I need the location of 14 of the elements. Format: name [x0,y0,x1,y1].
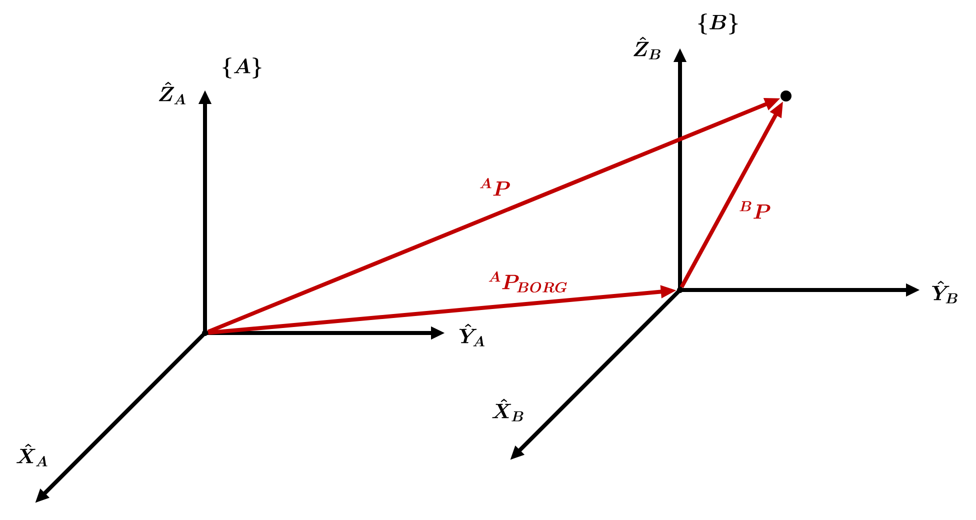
origin-point [202,330,208,336]
vector-label: ${}^{B}P$ [740,201,770,219]
axis-label: $\hat{Z}_{B}$ [634,36,660,60]
vector-label: ${}^{A}P_{BORG}$ [488,271,567,293]
axis-label: $\hat{X}_{B}$ [492,398,524,422]
frame-label: $\{A\}$ [222,58,262,78]
vector-label: ${}^{A}P$ [480,178,510,196]
axis-label: $\hat{Z}_{A}$ [158,82,186,104]
point-dot [780,90,792,102]
origin-point [677,287,683,293]
axis-label: $\hat{Y}_{B}$ [932,280,958,304]
axis-label: $\hat{Y}_{A}$ [459,324,484,346]
frame-label: $\{B\}$ [698,14,738,34]
axis-label: $\hat{X}_{A}$ [16,444,48,466]
